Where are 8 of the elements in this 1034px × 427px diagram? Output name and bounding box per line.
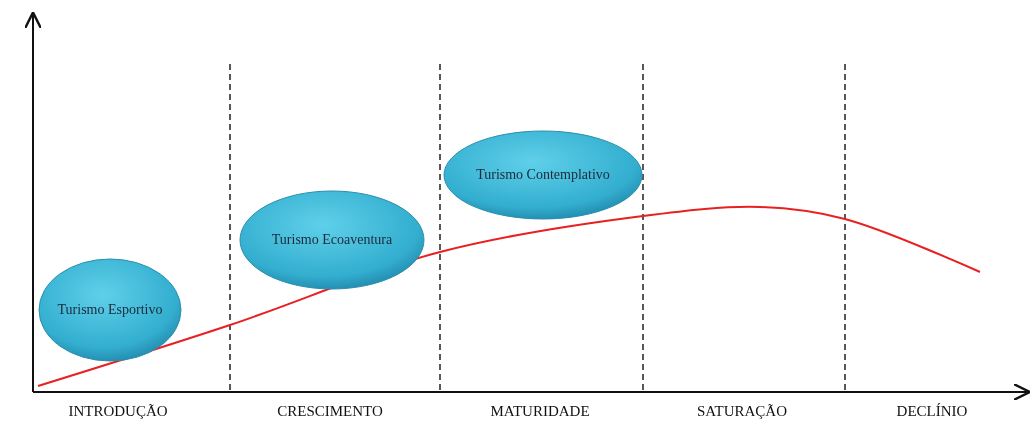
stage-label: MATURIDADE [490,403,590,420]
stage-label: SATURAÇÃO [697,403,787,420]
node-label: Turismo Ecoaventura [270,231,394,249]
stage-label: INTRODUÇÃO [68,403,168,420]
node-label: Turismo Contemplativo [475,166,611,184]
node-label: Turismo Esportivo [56,301,164,319]
stage-label: CRESCIMENTO [277,403,383,420]
stage-label: DECLÍNIO [896,403,968,420]
